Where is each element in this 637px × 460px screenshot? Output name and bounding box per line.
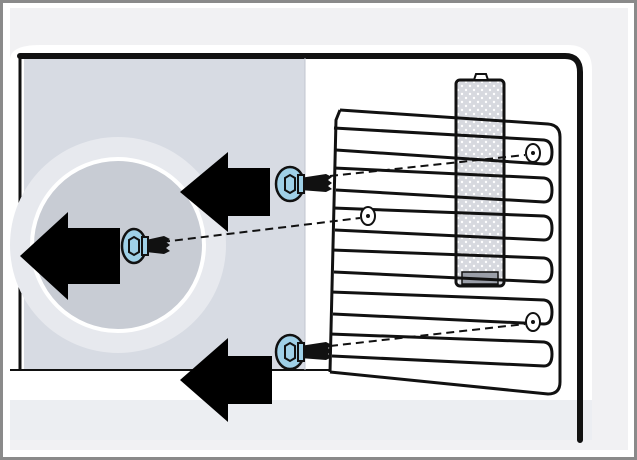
rack-rung-3 [332,206,554,242]
oven-inner-edge [17,53,583,443]
torx-screw-icon [274,333,332,371]
rack-rung-6 [329,332,554,368]
left-arrow-icon [180,152,270,232]
rack-rung-2 [333,166,554,204]
left-arrow-icon [20,212,120,300]
oven-lamp-icon [454,73,506,288]
rack-rung-5 [330,290,554,326]
torx-screw-icon [120,227,170,265]
lamp-tab [472,73,490,81]
dashed-path-top [329,154,526,177]
screw-holes [360,143,541,332]
rack-front-upright [328,109,342,373]
dashed-path-bottom [329,323,526,347]
removal-paths [161,154,526,347]
left-arrow-icon [180,338,272,422]
rack-rung-4 [331,248,554,284]
dashed-path-middle [161,217,361,243]
cavity-floor [10,400,592,440]
torx-screw-icon [274,165,332,203]
wire-rack [328,108,562,396]
rack-outer-rail [329,108,562,396]
rack-rung-1 [333,126,554,166]
arrows [20,152,272,422]
